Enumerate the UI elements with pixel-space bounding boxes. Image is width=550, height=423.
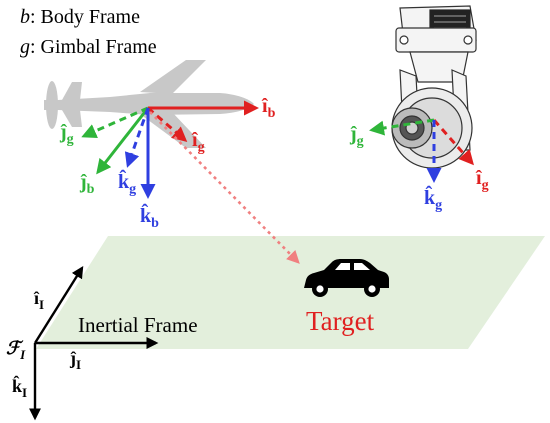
gimbal-camera <box>391 5 477 169</box>
legend-body-symbol: b <box>20 6 30 28</box>
inertial-k-label: k̂I <box>12 375 27 400</box>
inertial-i-label: îI <box>33 288 44 312</box>
inertial-j-label: ĵI <box>69 348 81 372</box>
gimbal-jg-arrow <box>369 118 435 136</box>
inertial-frame-title: Inertial Frame <box>78 313 198 337</box>
uav-jg-label: ĵg <box>59 121 74 147</box>
uav-kg-arrow <box>124 107 150 168</box>
uav-ib-label: îb <box>261 95 276 121</box>
legend-gimbal-text: : Gimbal Frame <box>30 36 157 58</box>
inertial-origin-label: ℱI <box>6 338 26 362</box>
gimbal-ig-label: îg <box>475 167 489 193</box>
uav-ig-label: îg <box>191 129 205 155</box>
gimbal-kg-label: k̂g <box>424 184 442 213</box>
gimbal-jg-label: ĵg <box>349 123 364 149</box>
target-label: Target <box>306 306 375 336</box>
legend-body-text: : Body Frame <box>30 6 140 28</box>
uav-jb-arrow <box>96 107 150 175</box>
ground-plane <box>36 236 545 349</box>
uav-jb-label: ĵb <box>79 171 95 197</box>
uav-kb-label: k̂b <box>140 202 159 231</box>
legend-gimbal-symbol: g <box>20 36 30 58</box>
gimbal-ig-arrow <box>432 119 474 166</box>
uav-ig-arrow <box>147 106 188 142</box>
legend-body-frame: b: Body Frame <box>20 6 140 29</box>
inertial-i-arrow <box>33 265 84 344</box>
line-of-sight <box>149 111 300 264</box>
uav-kg-label: k̂g <box>118 168 136 197</box>
legend-gimbal-frame: g: Gimbal Frame <box>20 36 157 59</box>
car-icon <box>304 259 389 297</box>
